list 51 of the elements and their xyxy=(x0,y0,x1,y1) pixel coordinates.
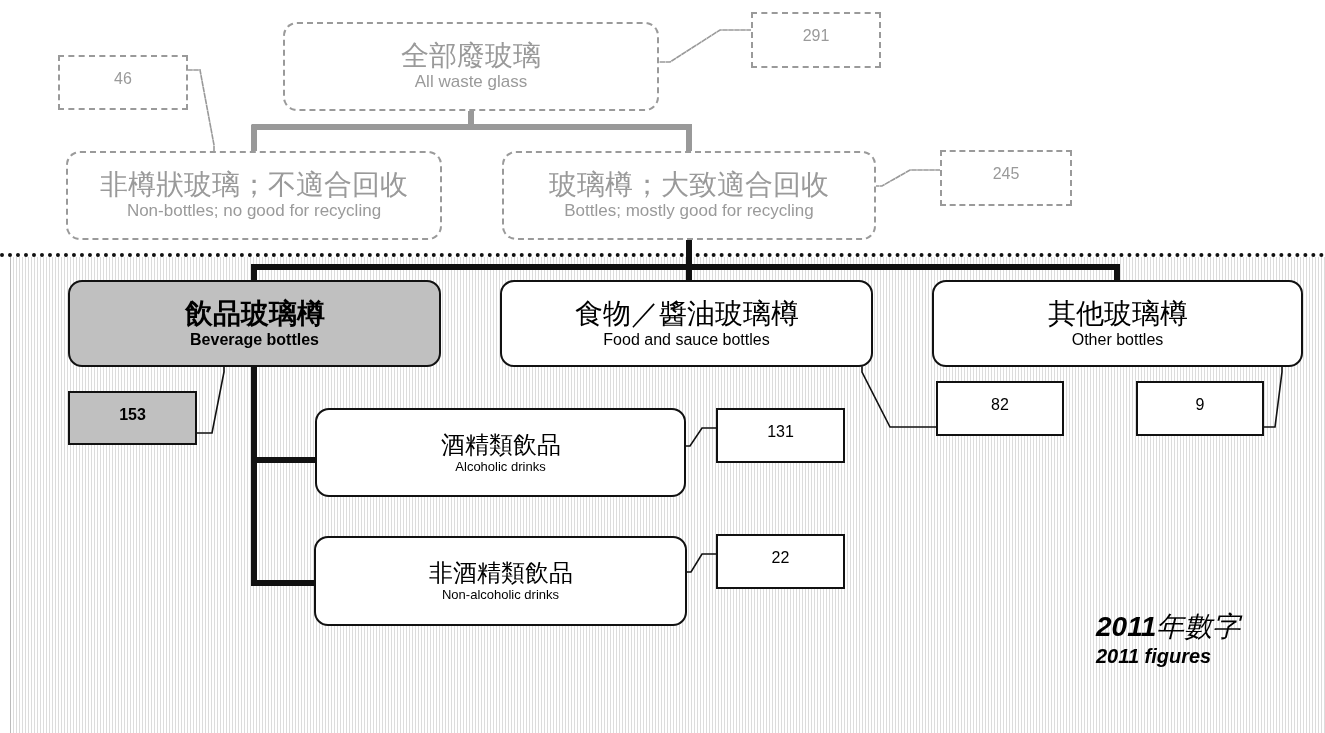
category-box xyxy=(932,280,1303,367)
value-text: 245 xyxy=(992,164,1020,184)
value-box xyxy=(1136,381,1264,436)
english-subtitle: Alcoholic drinks xyxy=(455,458,546,475)
chinese-title: 非酒精類飲品 xyxy=(428,559,573,587)
english-subtitle: Bottles; mostly good for recycling xyxy=(564,201,814,222)
chinese-title: 酒精類飲品 xyxy=(440,430,561,459)
english-subtitle: Non-bottles; no good for recycling xyxy=(126,201,382,222)
note-text: 2011年數字 xyxy=(1096,610,1241,644)
value-box xyxy=(716,534,845,589)
connector-line xyxy=(468,108,692,154)
leader-line xyxy=(658,29,752,63)
leader-line xyxy=(196,366,225,434)
leader-line xyxy=(875,169,941,187)
leader-line xyxy=(686,553,717,573)
leader-line xyxy=(685,427,717,447)
english-subtitle: Food and sauce bottles xyxy=(603,330,770,350)
chinese-title: 全部廢玻璃 xyxy=(401,40,541,73)
category-box xyxy=(68,280,441,367)
value-text: 9 xyxy=(1195,395,1205,415)
category-box xyxy=(502,151,876,240)
value-text: 46 xyxy=(114,69,132,89)
value-text: 291 xyxy=(802,26,830,46)
category-box xyxy=(500,280,873,367)
value-box xyxy=(58,55,188,110)
chinese-title: 食物／醬油玻璃樽 xyxy=(574,297,799,330)
value-text: 153 xyxy=(119,405,146,425)
english-subtitle: Beverage bottles xyxy=(190,330,319,350)
category-box xyxy=(66,151,442,240)
value-box xyxy=(940,150,1072,206)
leader-line xyxy=(861,366,937,428)
value-text: 82 xyxy=(991,395,1009,415)
english-subtitle: All waste glass xyxy=(414,72,528,93)
english-subtitle: Non-alcoholic drinks xyxy=(441,587,560,603)
english-subtitle: Other bottles xyxy=(1071,330,1164,350)
category-box xyxy=(315,408,686,497)
value-box xyxy=(936,381,1064,436)
category-box xyxy=(283,22,659,111)
leader-line xyxy=(187,69,215,152)
value-box xyxy=(68,391,197,445)
chinese-title: 玻璃樽；大致適合回收 xyxy=(549,169,829,202)
value-box xyxy=(751,12,881,68)
leader-line xyxy=(1263,366,1283,428)
chinese-title: 飲品玻璃樽 xyxy=(184,297,325,330)
note-text: 2011 figures xyxy=(1096,645,1212,668)
value-text: 131 xyxy=(767,422,794,442)
chinese-title: 非樽狀玻璃；不適合回收 xyxy=(100,169,408,202)
value-text: 22 xyxy=(771,548,790,568)
chinese-title: 其他玻璃樽 xyxy=(1047,297,1188,330)
category-box xyxy=(314,536,687,626)
value-box xyxy=(716,408,845,463)
